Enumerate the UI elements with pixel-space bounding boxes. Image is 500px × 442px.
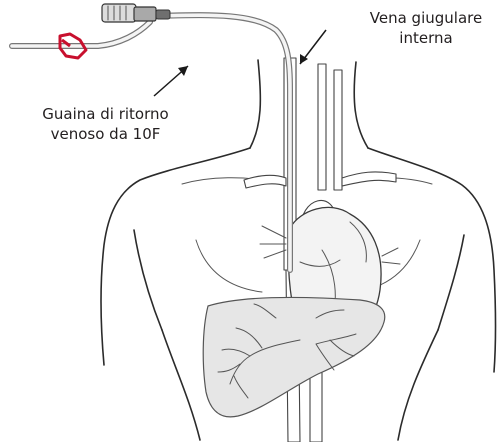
right-inner-arm-outline	[438, 235, 464, 330]
internal-jugular-vein-label-line-2: interna	[399, 29, 452, 47]
left-waist-outline	[162, 330, 200, 440]
hub-tip	[156, 10, 170, 19]
return-sheath-label-line-1: Guaina di ritorno	[42, 105, 168, 123]
hub-valve	[134, 7, 156, 21]
right-jugular-vein	[334, 70, 342, 190]
right-waist-outline	[398, 330, 438, 440]
left-inner-arm-outline	[134, 230, 162, 330]
callout-arrows	[154, 30, 326, 96]
return-sheath-label-line-2: venoso da 10F	[51, 125, 161, 143]
internal-jugular-vein-label-line-1: Vena giugulare	[370, 9, 482, 27]
right-subclavian-vein	[342, 172, 396, 186]
neck-left-outline	[250, 60, 260, 148]
right-shoulder-outline	[368, 148, 496, 372]
neck-right-outline	[354, 62, 368, 148]
return-sheath-label: Guaina di ritorno venoso da 10F	[18, 104, 193, 144]
hub-connector	[102, 4, 136, 22]
internal-jugular-vein-label: Vena giugulare interna	[352, 8, 500, 48]
sheath-hub	[102, 4, 170, 22]
pulmonary-vessels-left	[260, 226, 286, 258]
carotid-artery	[318, 64, 326, 190]
left-subclavian-vein	[244, 175, 286, 188]
pulmonary-vessels-right	[382, 248, 400, 264]
left-chest-contour	[196, 240, 262, 292]
